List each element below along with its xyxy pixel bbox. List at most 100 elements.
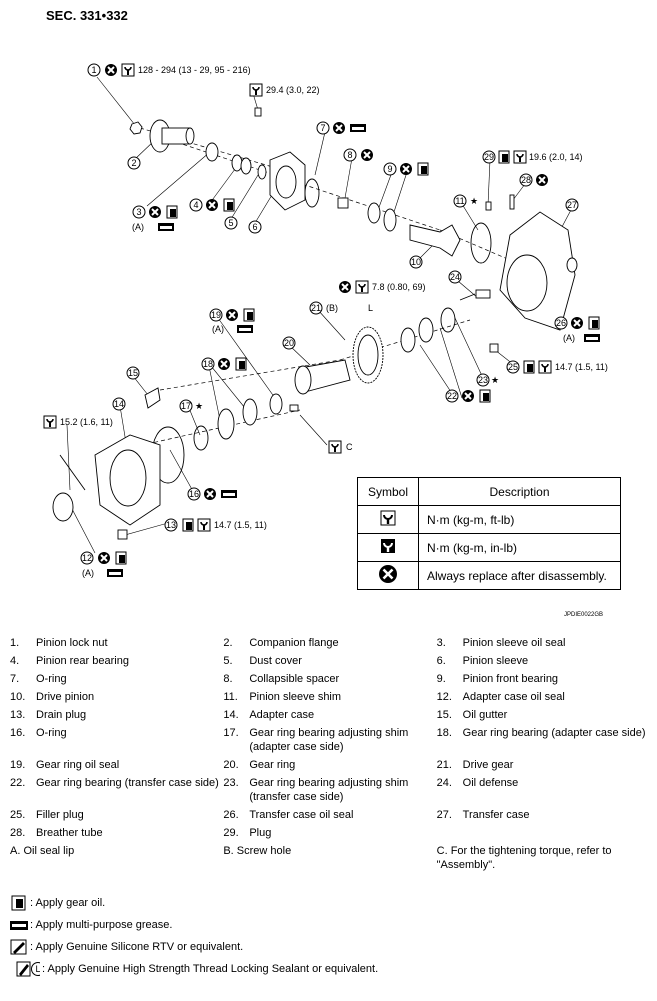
- parts-row: 4.Pinion rear bearing 5.Dust cover 6.Pin…: [10, 654, 650, 672]
- note-c: C. For the tightening torque, refer to "…: [436, 845, 612, 871]
- svg-text:23: 23: [478, 375, 488, 385]
- svg-text:9: 9: [387, 164, 392, 174]
- svg-text:19: 19: [211, 310, 221, 320]
- part-label: Gear ring bearing (adapter case side): [462, 727, 646, 739]
- part-label: Pinion sleeve shim: [249, 691, 342, 703]
- part-label: Collapsible spacer: [249, 673, 340, 685]
- part-label: [463, 826, 650, 840]
- svg-text:14: 14: [114, 399, 124, 409]
- parts-row: 19.Gear ring oil seal 20.Gear ring 21.Dr…: [10, 758, 650, 776]
- svg-text:17: 17: [181, 401, 191, 411]
- svg-text:2: 2: [131, 158, 136, 168]
- torque-1: 128 - 294 (13 - 29, 95 - 216): [138, 65, 251, 75]
- part-label: Transfer case: [462, 809, 530, 821]
- part-label: Dust cover: [249, 655, 302, 667]
- svg-text:29: 29: [484, 152, 494, 162]
- part-label: Breather tube: [36, 827, 103, 839]
- part-number: 15.: [436, 709, 452, 721]
- legend-header-description: Description: [418, 477, 621, 506]
- parts-row: 13.Drain plug 14.Adapter case 15.Oil gut…: [10, 708, 650, 726]
- note-grease: : Apply multi-purpose grease.: [10, 914, 378, 936]
- part-label: Drive pinion: [36, 691, 95, 703]
- part-number: 8.: [223, 673, 233, 685]
- torque-29a: 29.4 (3.0, 22): [266, 85, 320, 95]
- part-number: [437, 826, 463, 840]
- letter-l: L: [368, 303, 373, 313]
- svg-text:15: 15: [128, 368, 138, 378]
- svg-text:18: 18: [203, 359, 213, 369]
- exploded-diagram: 1 2 3 4 5 6 7 8 9 10 11 12 13 14 15 16 1…: [43, 63, 608, 578]
- part-label: Gear ring bearing (transfer case side): [36, 777, 219, 789]
- part-number: 16.: [10, 727, 26, 739]
- svg-text:6: 6: [252, 222, 257, 232]
- part-number: 4.: [10, 655, 20, 667]
- star-11: ★: [470, 196, 478, 206]
- note-silicone: : Apply Genuine Silicone RTV or equivale…: [10, 936, 378, 958]
- svg-text:22: 22: [447, 391, 457, 401]
- part-number: 14.: [223, 709, 239, 721]
- part-label: Adapter case oil seal: [462, 691, 565, 703]
- part-number: 26.: [223, 809, 239, 821]
- part-number: 6.: [436, 655, 446, 667]
- part-number: 5.: [223, 655, 233, 667]
- note-thread-lock: L : Apply Genuine High Strength Thread L…: [10, 958, 378, 980]
- part-number: 18.: [436, 727, 452, 739]
- torque-25: 14.7 (1.5, 11): [555, 362, 608, 372]
- part-label: Filler plug: [36, 809, 84, 821]
- torque-13: 14.7 (1.5, 11): [214, 520, 267, 530]
- legend-header-symbol: Symbol: [357, 477, 419, 506]
- part-number: 11.: [223, 691, 238, 703]
- thread-lock-icon: L: [16, 961, 40, 977]
- part-number: 21.: [436, 759, 452, 771]
- part-label: Transfer case oil seal: [249, 809, 354, 821]
- svg-text:1: 1: [91, 65, 96, 75]
- paren-a-26: (A): [563, 333, 575, 343]
- svg-text:13: 13: [166, 520, 176, 530]
- svg-text:10: 10: [411, 257, 421, 267]
- part-number: 25.: [10, 809, 26, 821]
- part-label: Gear ring oil seal: [36, 759, 120, 771]
- star-23: ★: [491, 375, 499, 385]
- svg-text:27: 27: [567, 200, 577, 210]
- part-number: 2.: [223, 637, 233, 649]
- part-number: 13.: [10, 709, 26, 721]
- svg-text:8: 8: [347, 150, 352, 160]
- svg-text:20: 20: [284, 338, 294, 348]
- torque-24: 7.8 (0.80, 69): [372, 282, 426, 292]
- part-number: 23.: [223, 777, 239, 789]
- part-number: 3.: [436, 637, 446, 649]
- svg-text:16: 16: [189, 489, 199, 499]
- section-title: SEC. 331•332: [46, 8, 128, 23]
- part-label: O-ring: [36, 673, 67, 685]
- grease-icon: [10, 921, 28, 930]
- part-number: 29.: [223, 827, 239, 839]
- part-number: 20.: [223, 759, 239, 771]
- note-text: : Apply Genuine Silicone RTV or equivale…: [30, 941, 244, 953]
- part-label: Gear ring bearing adjusting shim (transf…: [249, 777, 409, 803]
- star-17: ★: [195, 401, 203, 411]
- svg-text:7: 7: [320, 123, 325, 133]
- svg-text:26: 26: [556, 318, 566, 328]
- parts-list: 1.Pinion lock nut 2.Companion flange 3.P…: [10, 636, 650, 876]
- symbol-notes: : Apply gear oil. : Apply multi-purpose …: [10, 892, 378, 980]
- part-number: 7.: [10, 673, 20, 685]
- silicone-rtv-icon: [10, 939, 27, 955]
- parts-row: A. Oil seal lip B. Screw hole C. For the…: [10, 844, 650, 876]
- torque-wrench-in-icon: [381, 539, 395, 553]
- svg-text:4: 4: [193, 200, 198, 210]
- torque-wrench-icon: [380, 510, 396, 526]
- part-number: 12.: [436, 691, 452, 703]
- parts-row: 10.Drive pinion 11.Pinion sleeve shim 12…: [10, 690, 650, 708]
- part-label: Drain plug: [36, 709, 87, 721]
- paren-a-12: (A): [82, 568, 94, 578]
- svg-text:3: 3: [136, 207, 141, 217]
- replace-x-icon: [379, 565, 397, 583]
- torque-29b: 19.6 (2.0, 14): [529, 152, 583, 162]
- part-label: Pinion sleeve oil seal: [462, 637, 566, 649]
- part-number: 19.: [10, 759, 26, 771]
- part-label: Pinion sleeve: [462, 655, 529, 667]
- part-number: 28.: [10, 827, 26, 839]
- part-number: 22.: [10, 777, 26, 789]
- part-label: Oil gutter: [462, 709, 508, 721]
- symbol-legend-table: Symbol Description N·m (kg-m, ft-lb) N·m…: [357, 477, 621, 590]
